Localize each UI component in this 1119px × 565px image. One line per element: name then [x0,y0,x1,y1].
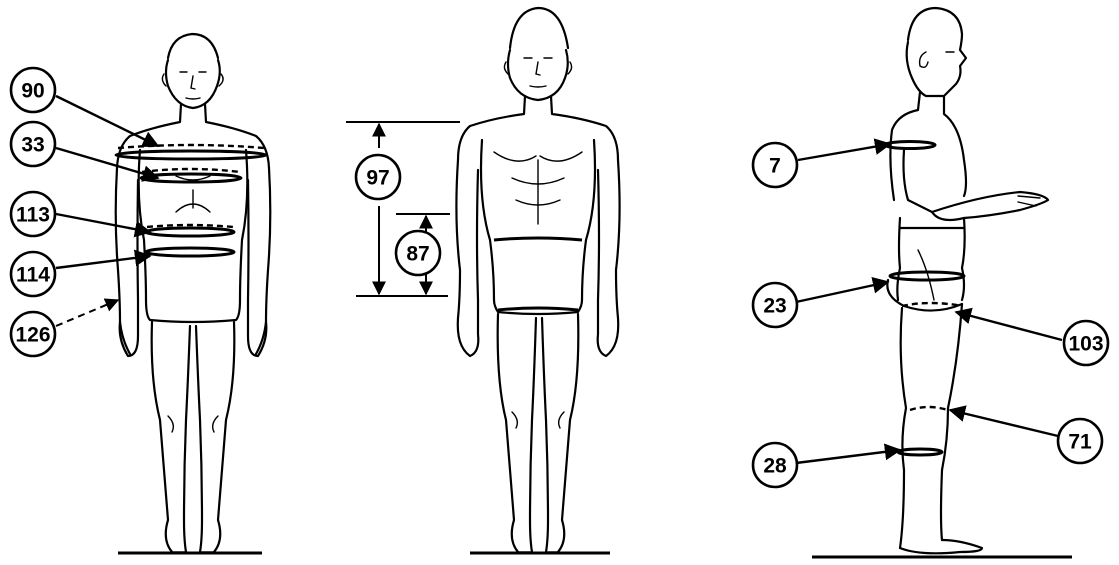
side-figure-upper-arm-band [885,142,935,149]
front-figure-1-labels: 90 33 113 114 126 [11,68,55,356]
front-figure-1-pointer-4 [56,256,150,268]
label-height-87: 87 [406,243,429,266]
label-circumference-7: 7 [769,155,781,178]
front-figure-1-chest-band-back [118,145,264,148]
side-figure-knee-band [910,407,948,410]
label-circumference-90: 90 [21,80,44,103]
side-figure-pointer-3 [956,312,1062,340]
label-height-97: 97 [366,167,389,190]
side-figure-pointer-4 [950,410,1058,436]
front-figure-1-waist-band [146,228,234,236]
label-circumference-28: 28 [763,455,787,478]
label-circumference-33: 33 [21,134,44,157]
label-circumference-113: 113 [16,204,50,227]
front-figure-2-body [456,8,619,552]
side-figure-pointer-2 [796,282,888,302]
side-figure-circumferences: 7 23 103 71 28 [753,8,1108,557]
label-circumference-71: 71 [1068,431,1092,454]
side-figure-pointer-5 [796,450,900,463]
front-figure-heights: 97 87 [346,8,620,553]
side-figure-pointer-1 [798,144,890,160]
front-figure-1-pointer-5 [56,300,118,326]
front-figure-1-hip-band [146,248,234,256]
side-figure-thigh-band [902,303,962,306]
front-figure-1-pointer-1 [56,96,158,146]
label-circumference-23: 23 [763,295,786,318]
label-circumference-114: 114 [16,264,50,287]
label-circumference-126: 126 [15,324,50,347]
side-figure-hip-band [890,272,964,280]
label-circumference-103: 103 [1068,333,1103,356]
side-figure-calf-band [898,449,942,455]
front-figure-1-chest-band [116,151,266,159]
front-figure-2-waistband [494,238,582,240]
front-figure-2-shorts-hem [498,308,578,310]
front-figure-1-bust-band-back [142,169,240,172]
front-figure-1-body [116,34,271,552]
front-figure-1-pointer-3 [56,214,150,232]
front-figure-circumferences: 90 33 113 114 126 [11,34,270,553]
